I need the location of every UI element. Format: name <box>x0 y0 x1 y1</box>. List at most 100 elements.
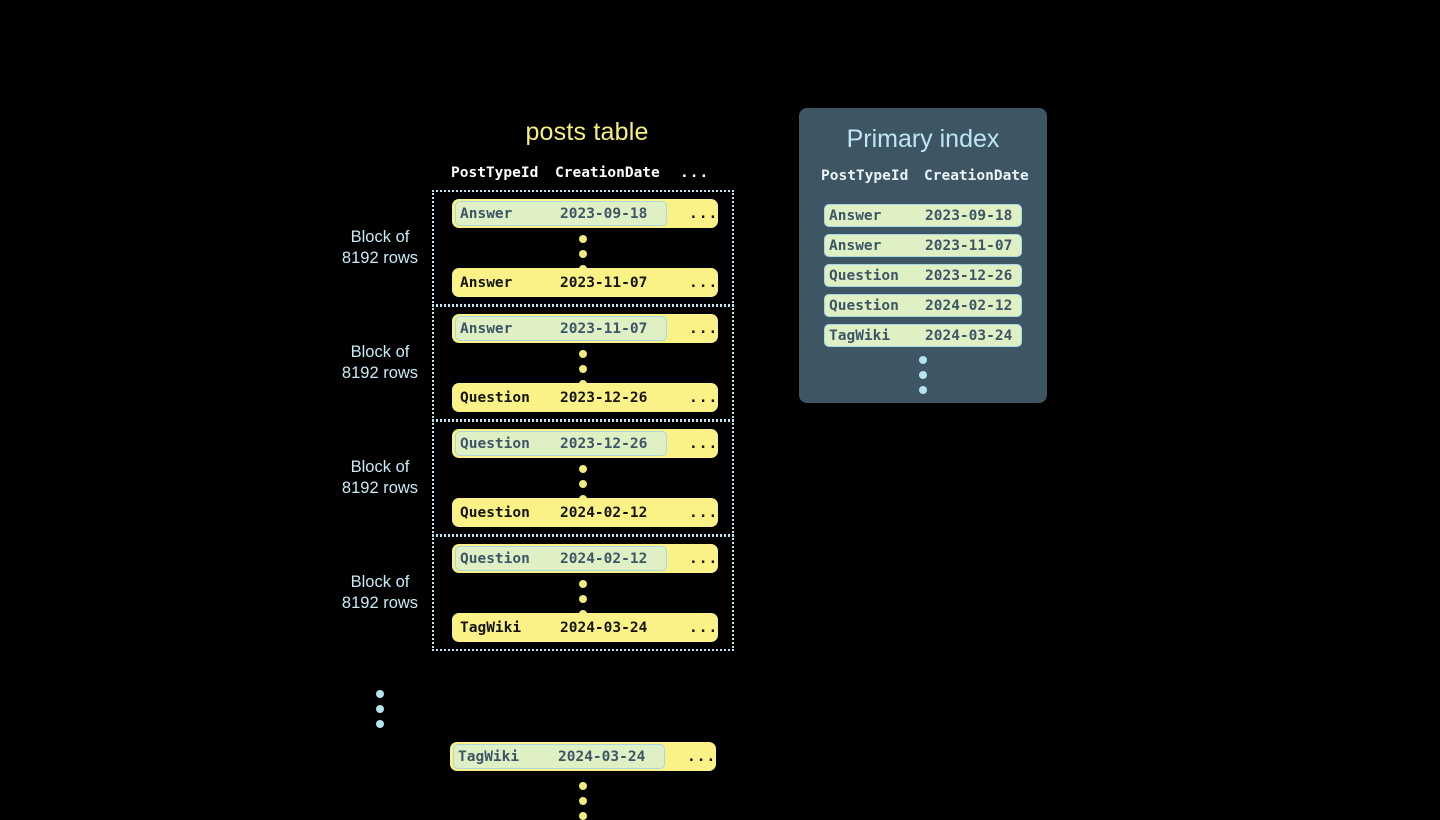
row-key: Answer 2023-11-07 <box>455 270 667 295</box>
block-label-line2: 8192 rows <box>341 594 419 612</box>
cell-creationdate: 2024-03-24 <box>560 619 648 636</box>
posts-table-column-headers: PostTypeId CreationDate ... <box>432 165 734 187</box>
dot <box>579 812 587 820</box>
block-label-line2: 8192 rows <box>341 249 419 267</box>
dot <box>376 690 384 698</box>
primary-index-column-headers: PostTypeId CreationDate <box>799 168 1047 190</box>
cell-posttypeid: Answer <box>829 207 882 224</box>
table-row[interactable]: Answer 2023-11-07 ... <box>452 314 718 343</box>
block-boundary: Question 2024-02-12 ... TagWiki 2024- <box>432 535 734 651</box>
block-label: Block of 8192 rows <box>332 227 428 269</box>
index-row[interactable]: Answer 2023-11-07 <box>824 234 1022 257</box>
index-row[interactable]: Answer 2023-09-18 <box>824 204 1022 227</box>
row-key-highlight: Question 2024-02-12 <box>455 546 667 571</box>
index-row[interactable]: Question 2023-12-26 <box>824 264 1022 287</box>
row-key-highlight: Answer 2023-09-18 <box>455 201 667 226</box>
dot-stack <box>799 356 1047 394</box>
cell-creationdate: 2023-12-26 <box>925 267 1013 284</box>
cell-ellipsis: ... <box>689 320 719 337</box>
cell-ellipsis: ... <box>687 748 717 765</box>
table-row[interactable]: Answer 2023-11-07 ... <box>452 268 718 297</box>
table-row[interactable]: Question 2024-02-12 ... <box>452 498 718 527</box>
table-row[interactable]: TagWiki 2024-03-24 ... <box>452 613 718 642</box>
column-header-creationdate: CreationDate <box>555 165 660 181</box>
cell-ellipsis: ... <box>689 389 719 406</box>
block-label-line2: 8192 rows <box>341 364 419 382</box>
column-header-ellipsis: ... <box>680 165 710 181</box>
dot <box>579 250 587 258</box>
cell-ellipsis: ... <box>689 205 719 222</box>
block-label-line1: Block of <box>350 343 410 361</box>
cell-posttypeid: Question <box>460 550 530 567</box>
block-continuation-dots <box>332 690 428 728</box>
dot <box>919 386 927 394</box>
primary-index-title: Primary index <box>846 125 1000 153</box>
cell-creationdate: 2023-09-18 <box>560 205 648 222</box>
cell-posttypeid: Answer <box>460 274 513 291</box>
cell-creationdate: 2024-03-24 <box>558 748 646 765</box>
block-label-line1: Block of <box>350 458 410 476</box>
row-key: TagWiki 2024-03-24 <box>455 615 667 640</box>
cell-posttypeid: Question <box>460 389 530 406</box>
cell-creationdate: 2023-11-07 <box>925 237 1013 254</box>
block-boundary: Answer 2023-11-07 ... Question 2023-1 <box>432 305 734 421</box>
row-key-highlight: TagWiki 2024-03-24 <box>453 744 665 769</box>
dot <box>376 705 384 713</box>
cell-creationdate: 2024-02-12 <box>925 297 1013 314</box>
table-row-tail-wrapper: TagWiki 2024-03-24 ... <box>332 742 742 772</box>
cell-ellipsis: ... <box>689 274 719 291</box>
cell-creationdate: 2023-11-07 <box>560 320 648 337</box>
cell-posttypeid: Question <box>460 435 530 452</box>
dot <box>919 371 927 379</box>
primary-index-row-list: Answer 2023-09-18 Answer 2023-11-07 Ques… <box>824 204 1022 354</box>
index-row[interactable]: Question 2024-02-12 <box>824 294 1022 317</box>
cell-creationdate: 2024-03-24 <box>925 327 1013 344</box>
block-label: Block of 8192 rows <box>332 457 428 499</box>
cell-creationdate: 2023-12-26 <box>560 435 648 452</box>
dot <box>579 235 587 243</box>
table-row[interactable]: Question 2024-02-12 ... <box>452 544 718 573</box>
table-block: Block of 8192 rows Answer 2023-09-18 ... <box>332 190 742 306</box>
cell-posttypeid: Question <box>829 267 899 284</box>
cell-posttypeid: Answer <box>460 205 513 222</box>
table-row[interactable]: Question 2023-12-26 ... <box>452 383 718 412</box>
cell-creationdate: 2023-09-18 <box>925 207 1013 224</box>
block-list: Block of 8192 rows Answer 2023-09-18 ... <box>332 190 742 820</box>
table-row[interactable]: Answer 2023-09-18 ... <box>452 199 718 228</box>
posts-table-title: posts table <box>525 118 649 146</box>
cell-creationdate: 2023-12-26 <box>560 389 648 406</box>
cell-posttypeid: Question <box>829 297 899 314</box>
dot <box>579 350 587 358</box>
index-column-header-posttypeid: PostTypeId <box>821 168 909 184</box>
index-continuation-dots <box>799 356 1047 394</box>
table-block: Block of 8192 rows Answer 2023-11-07 ... <box>332 305 742 421</box>
dot-stack <box>332 690 428 728</box>
block-label-line1: Block of <box>350 228 410 246</box>
dot <box>579 595 587 603</box>
table-block: Block of 8192 rows Question 2024-02-12 .… <box>332 535 742 651</box>
cell-ellipsis: ... <box>689 550 719 567</box>
table-row[interactable]: Question 2023-12-26 ... <box>452 429 718 458</box>
table-continuation-dots <box>432 782 734 820</box>
cell-ellipsis: ... <box>689 504 719 521</box>
primary-index-panel: Primary index PostTypeId CreationDate An… <box>799 108 1047 403</box>
index-column-header-creationdate: CreationDate <box>924 168 1029 184</box>
dot <box>579 580 587 588</box>
dot <box>579 480 587 488</box>
cell-posttypeid: TagWiki <box>460 619 522 636</box>
cell-ellipsis: ... <box>689 619 719 636</box>
cell-posttypeid: Answer <box>829 237 882 254</box>
table-block: Block of 8192 rows Question 2023-12-26 .… <box>332 420 742 536</box>
index-row[interactable]: TagWiki 2024-03-24 <box>824 324 1022 347</box>
table-row[interactable]: TagWiki 2024-03-24 ... <box>450 742 716 771</box>
cell-posttypeid: TagWiki <box>829 327 891 344</box>
block-label: Block of 8192 rows <box>332 572 428 614</box>
block-boundary: Question 2023-12-26 ... Question 2024 <box>432 420 734 536</box>
cell-creationdate: 2023-11-07 <box>560 274 648 291</box>
row-key-highlight: Answer 2023-11-07 <box>455 316 667 341</box>
block-label: Block of 8192 rows <box>332 342 428 384</box>
dot-stack <box>432 782 734 820</box>
cell-posttypeid: Answer <box>460 320 513 337</box>
row-key-highlight: Question 2023-12-26 <box>455 431 667 456</box>
